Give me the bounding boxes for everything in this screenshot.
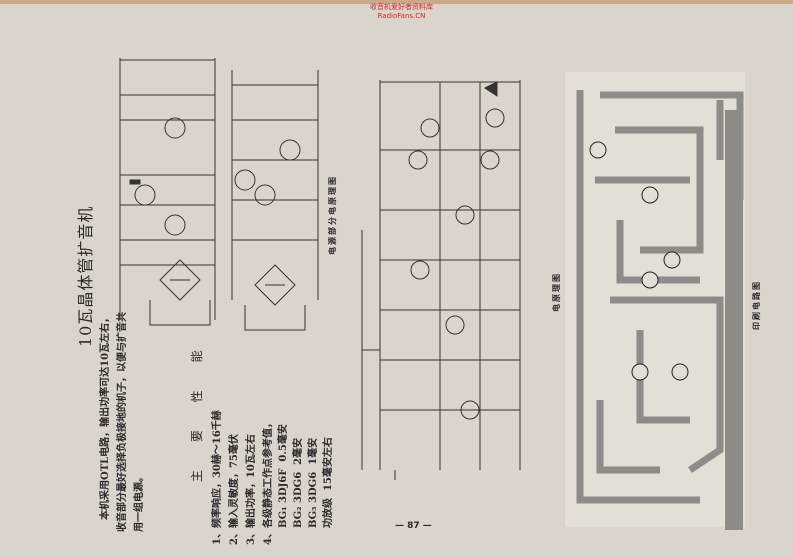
main-schematic	[361, 80, 521, 480]
watermark: 收音机爱好者资料库 RadioFans.CN	[370, 3, 433, 21]
static-point-value: 2毫安	[293, 437, 304, 465]
intro-line-1: 本机采用OTL电路，输出功率可达10瓦左右，	[100, 312, 111, 520]
static-point-label: 功放级	[323, 498, 334, 528]
power-supply-schematic-right	[231, 70, 319, 331]
static-point-row: 功放级 15毫安左右	[319, 437, 334, 528]
static-point-row: BG₃ 3DG6 1毫安	[304, 438, 319, 528]
intro-line-2: 收音部分最好选择负极接地的机子，以便与扩音共	[117, 312, 128, 532]
spec-item: 2、输入灵敏度，75毫伏	[229, 434, 240, 545]
spec-item: 4、各级静态工作点参考值，	[263, 418, 274, 545]
power-supply-schematic-left	[119, 58, 216, 326]
spec-item: 1、频率响应，30赫～16千赫	[212, 410, 223, 545]
printed-circuit-board	[565, 72, 745, 530]
watermark-line1: 收音机爱好者资料库	[370, 3, 433, 11]
spec-item: 3、输出功率，10瓦左右	[246, 434, 257, 545]
static-point-label: BG₁ 3DJ6F	[278, 468, 289, 528]
static-point-value: 1毫安	[308, 437, 319, 465]
static-point-row: BG₂ 3DG6 2毫安	[289, 438, 304, 528]
caption-power-schematic: 电源部分电原理图	[327, 175, 337, 255]
caption-schematic: 电原理图	[551, 272, 561, 312]
intro-line-3: 用一组电源。	[134, 472, 145, 532]
page-edge	[0, 0, 793, 4]
watermark-line2: RadioFans.CN	[377, 12, 426, 20]
page-number: — 87 —	[395, 521, 432, 531]
article-title: 10瓦晶体管扩音机	[76, 205, 95, 347]
static-point-value: 15毫安左右	[323, 437, 334, 492]
specs-heading: 主 要 性 能	[190, 338, 204, 482]
static-point-label: BG₃ 3DG6	[308, 471, 319, 528]
caption-pcb: 印刷电路图	[751, 280, 761, 330]
static-point-value: 0.5毫安	[278, 424, 289, 462]
static-point-row: BG₁ 3DJ6F 0.5毫安	[274, 424, 289, 528]
static-point-label: BG₂ 3DG6	[293, 471, 304, 528]
